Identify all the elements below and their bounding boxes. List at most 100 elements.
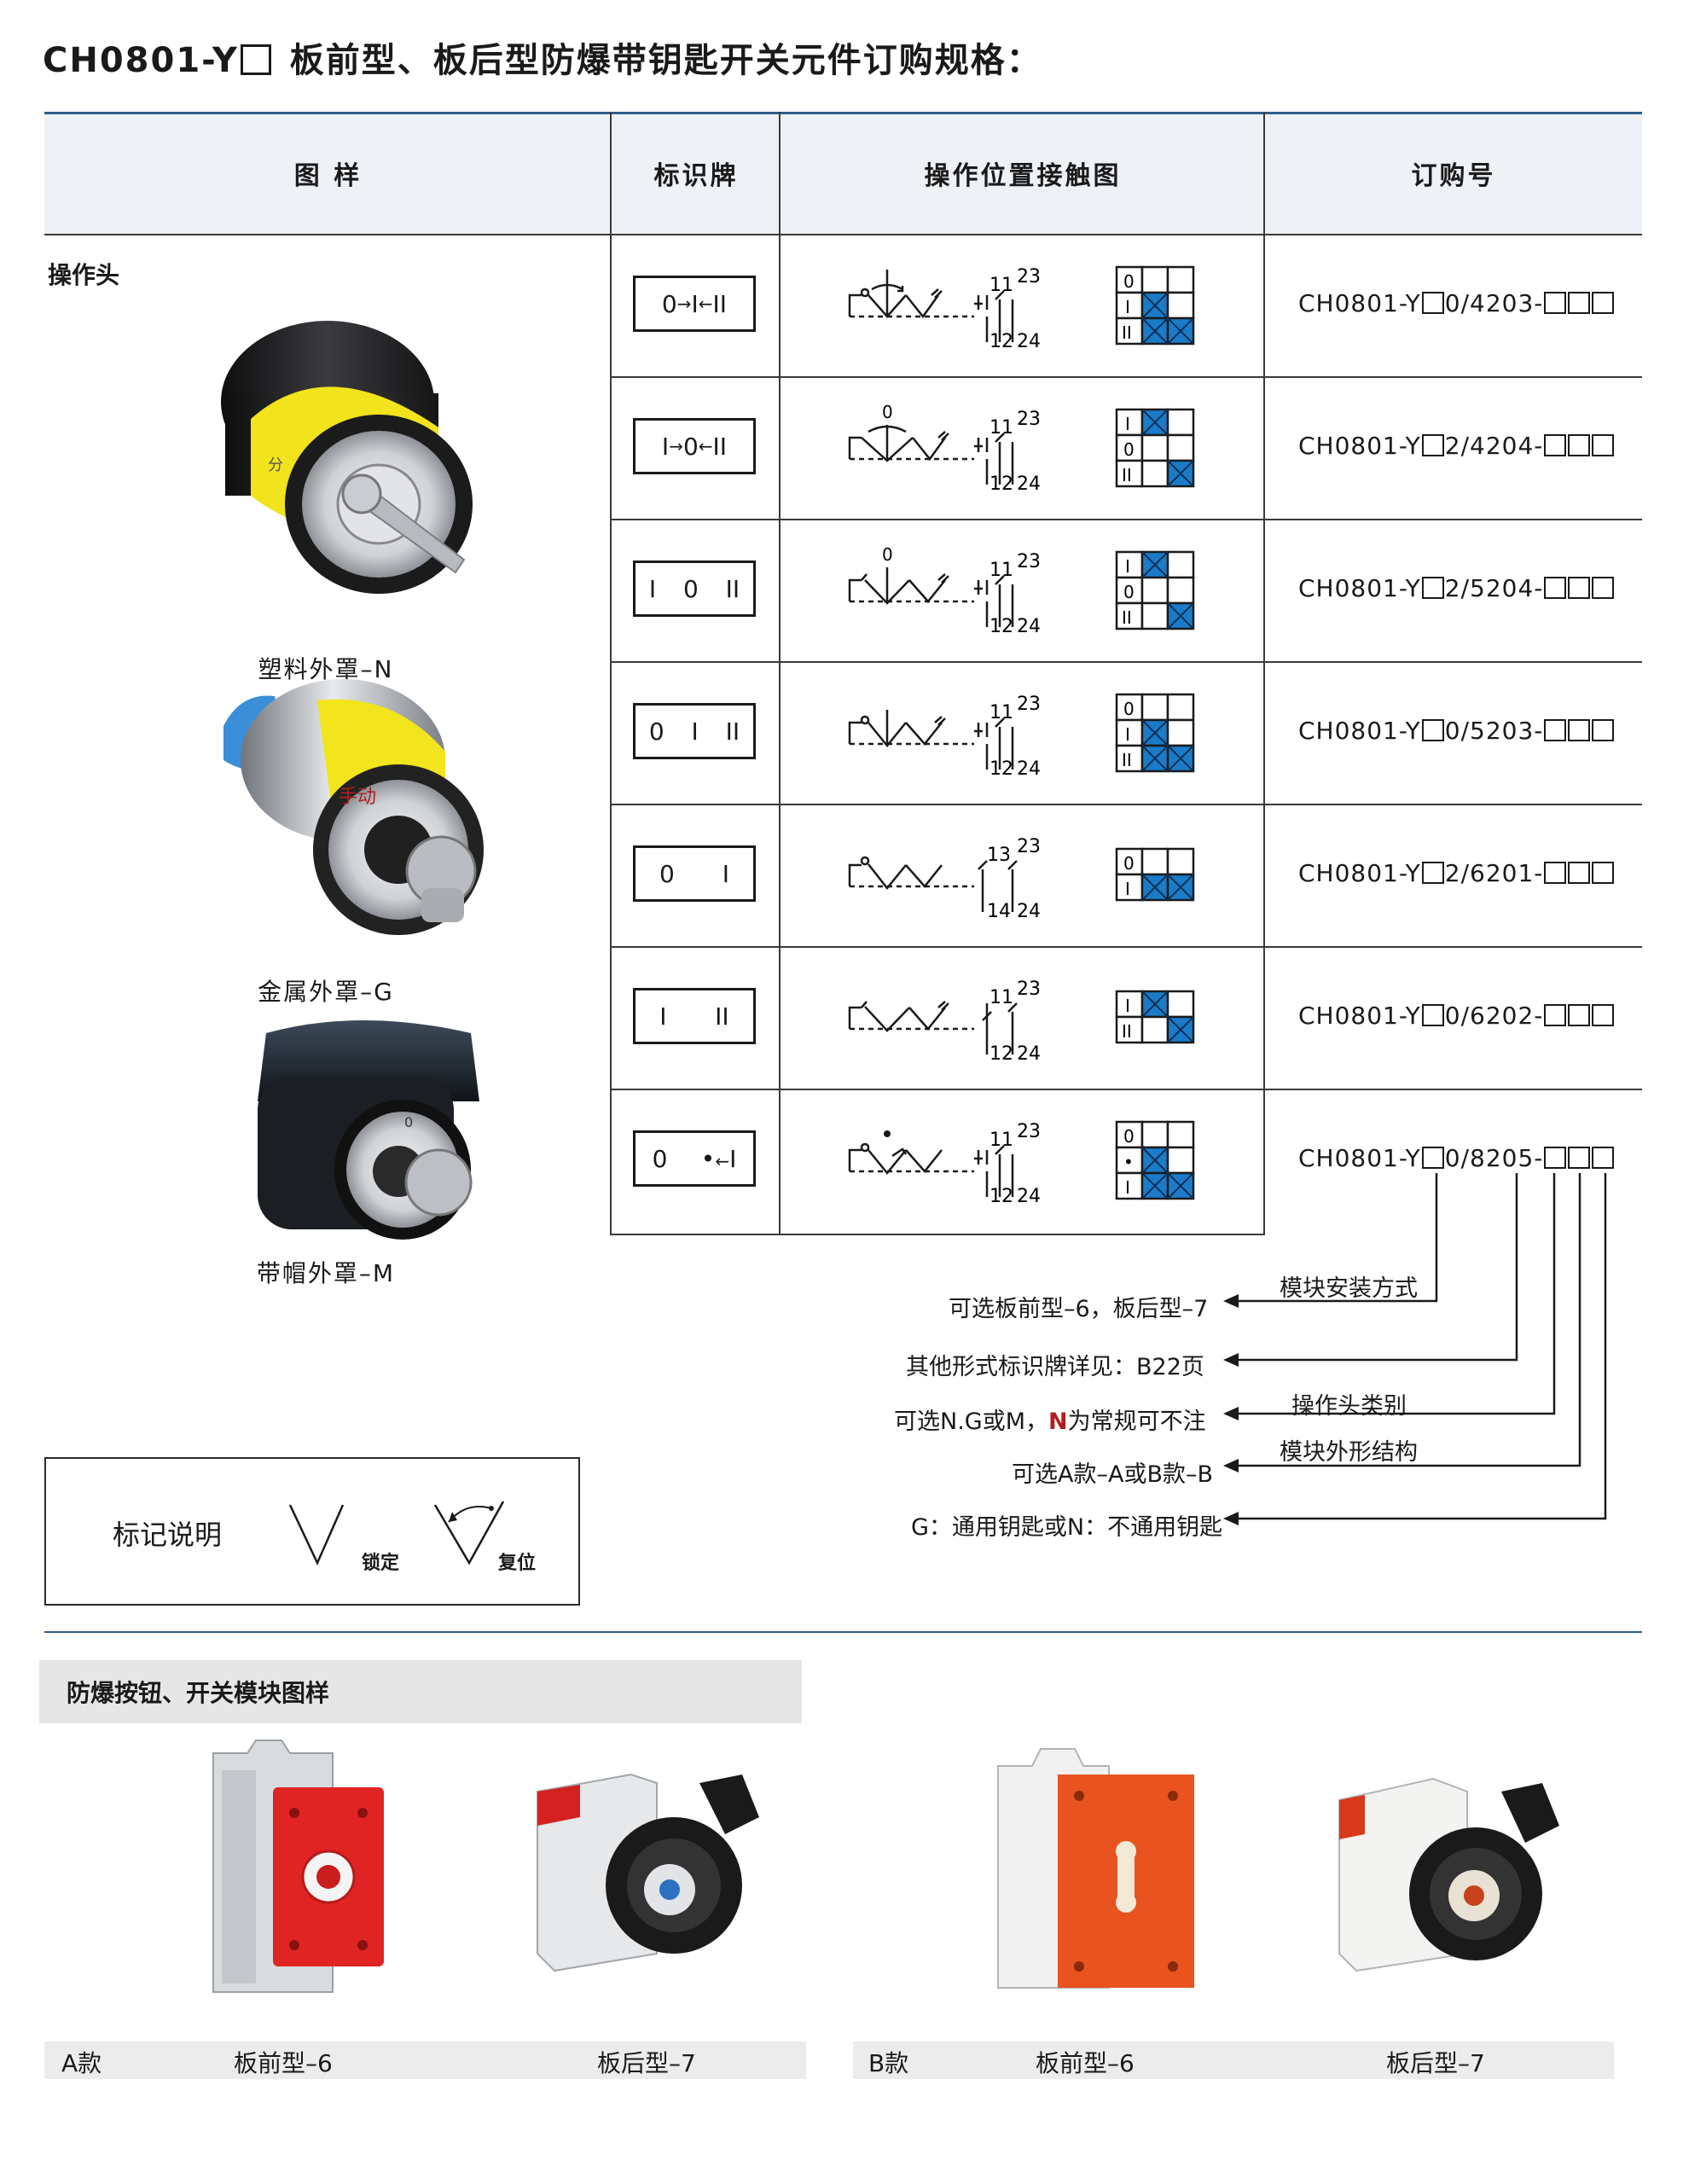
contact-diagram-row-1: 0 11 23 12 24 bbox=[848, 402, 1041, 493]
module-a-rear-image bbox=[537, 1773, 759, 1972]
contact-diagram-row-4: 13 23 14 24 bbox=[848, 836, 1041, 921]
state-grid-row-0: 0 I II bbox=[1115, 265, 1195, 346]
row-divider bbox=[610, 1089, 1642, 1090]
svg-text:I: I bbox=[1125, 724, 1130, 745]
callout-head-options: 可选N.G或M，N为常规可不注 bbox=[894, 1409, 1206, 1435]
row-divider bbox=[610, 376, 1642, 378]
svg-text:23: 23 bbox=[1017, 979, 1041, 1000]
svg-text:24: 24 bbox=[1017, 473, 1041, 493]
table-bottom-rule bbox=[610, 1234, 1265, 1235]
callout-install-options: 可选板前型–6，板后型–7 bbox=[949, 1296, 1209, 1322]
row-divider bbox=[610, 946, 1642, 948]
operator-head-label: 操作头 bbox=[48, 261, 120, 289]
svg-text:12: 12 bbox=[989, 616, 1013, 636]
module-b-rear-label: 板后型–7 bbox=[1386, 2049, 1485, 2077]
row-divider bbox=[610, 804, 1642, 805]
svg-text:24: 24 bbox=[1017, 331, 1041, 351]
contact-diagram-row-3: 11 23 12 24 bbox=[848, 694, 1041, 778]
svg-text:14: 14 bbox=[987, 901, 1011, 921]
svg-text:II: II bbox=[1122, 465, 1132, 485]
callout-install-mode: 模块安装方式 bbox=[1280, 1275, 1418, 1302]
module-b-label: B款 bbox=[868, 2049, 909, 2077]
svg-text:手动: 手动 bbox=[339, 787, 376, 808]
state-grid-row-2: I 0 II bbox=[1115, 550, 1195, 630]
svg-text:24: 24 bbox=[1017, 1043, 1041, 1063]
plate-row-0: 0→I←II bbox=[633, 276, 756, 332]
header-plate: 标识牌 bbox=[653, 160, 739, 191]
row-divider bbox=[610, 519, 1642, 520]
callout-module-shape: 模块外形结构 bbox=[1280, 1439, 1418, 1466]
state-grid-row-5: I II bbox=[1115, 990, 1195, 1044]
header-order-number: 订购号 bbox=[1411, 160, 1496, 191]
svg-text:23: 23 bbox=[1017, 836, 1041, 857]
svg-text:11: 11 bbox=[989, 417, 1013, 439]
svg-text:II: II bbox=[1122, 750, 1132, 770]
svg-text:23: 23 bbox=[1017, 409, 1041, 430]
svg-text:12: 12 bbox=[989, 1043, 1013, 1063]
state-grid-row-4: 0 I bbox=[1115, 847, 1195, 902]
svg-text:I: I bbox=[1125, 996, 1130, 1016]
state-grid-row-3: 0 I II bbox=[1115, 693, 1195, 773]
row-divider bbox=[610, 661, 1642, 663]
section-separator bbox=[44, 1631, 1642, 1633]
svg-text:I: I bbox=[1125, 879, 1130, 899]
svg-text:24: 24 bbox=[1017, 901, 1041, 921]
contact-diagram-row-0: 11 23 12 24 bbox=[848, 266, 1041, 351]
module-b-caption-bar bbox=[853, 2042, 1614, 2079]
module-section-title: 防爆按钮、开关模块图样 bbox=[39, 1660, 802, 1723]
col-divider bbox=[610, 112, 612, 1235]
svg-text:0: 0 bbox=[1123, 271, 1135, 292]
lock-symbol-icon bbox=[288, 1504, 345, 1566]
svg-text:11: 11 bbox=[989, 560, 1013, 581]
state-grid-row-1: I 0 II bbox=[1115, 408, 1195, 488]
svg-text:II: II bbox=[1122, 607, 1132, 628]
svg-text:11: 11 bbox=[989, 702, 1013, 723]
table-top-rule bbox=[44, 112, 1642, 114]
svg-text:12: 12 bbox=[989, 473, 1013, 493]
svg-text:12: 12 bbox=[989, 758, 1013, 778]
svg-text:I: I bbox=[1125, 414, 1130, 434]
svg-text:0: 0 bbox=[882, 402, 893, 422]
spec-table: 图 样 标识牌 操作位置接触图 订购号 操作头 分 塑料外罩–N bbox=[44, 112, 1642, 1287]
svg-text:23: 23 bbox=[1017, 551, 1041, 572]
legend-box: 标记说明 锁定 复位 bbox=[44, 1457, 580, 1606]
svg-text:24: 24 bbox=[1017, 616, 1041, 636]
col-divider bbox=[779, 112, 781, 1235]
svg-text:0: 0 bbox=[404, 1114, 413, 1130]
svg-text:I: I bbox=[1125, 1177, 1130, 1198]
plate-row-6: 0•←I bbox=[633, 1130, 756, 1187]
svg-text:II: II bbox=[1122, 322, 1132, 343]
capped-cover-switch-image: 0 bbox=[258, 1020, 479, 1240]
svg-text:0: 0 bbox=[1123, 1126, 1135, 1147]
contact-diagram-row-5: 11 23 12 24 bbox=[848, 979, 1041, 1063]
header-bottom-rule bbox=[44, 234, 1642, 235]
plate-row-1: I→0←II bbox=[633, 418, 756, 474]
caption-plastic-cover: 塑料外罩–N bbox=[258, 655, 394, 683]
module-a-front-label: 板前型–6 bbox=[234, 2049, 333, 2077]
svg-text:11: 11 bbox=[989, 275, 1013, 296]
legend-reset-label: 复位 bbox=[498, 1553, 537, 1574]
contact-diagram-row-2: 0 11 23 12 24 bbox=[848, 544, 1041, 636]
svg-text:12: 12 bbox=[989, 331, 1013, 351]
svg-text:11: 11 bbox=[989, 1130, 1013, 1151]
svg-text:•: • bbox=[1123, 1152, 1134, 1172]
svg-text:23: 23 bbox=[1017, 266, 1041, 288]
callout-key-options: G：通用钥匙或N：不通用钥匙 bbox=[911, 1514, 1223, 1541]
title-suffix: 板前型、板后型防爆带钥匙开关元件订购规格： bbox=[289, 41, 1042, 80]
legend-lock-label: 锁定 bbox=[362, 1553, 400, 1574]
caption-capped-cover: 带帽外罩–M bbox=[256, 1259, 396, 1287]
callout-head-type: 操作头类别 bbox=[1291, 1393, 1407, 1420]
svg-text:I: I bbox=[1125, 297, 1130, 317]
svg-text:I: I bbox=[1125, 556, 1130, 577]
title-prefix: CH0801-Y bbox=[43, 41, 239, 80]
